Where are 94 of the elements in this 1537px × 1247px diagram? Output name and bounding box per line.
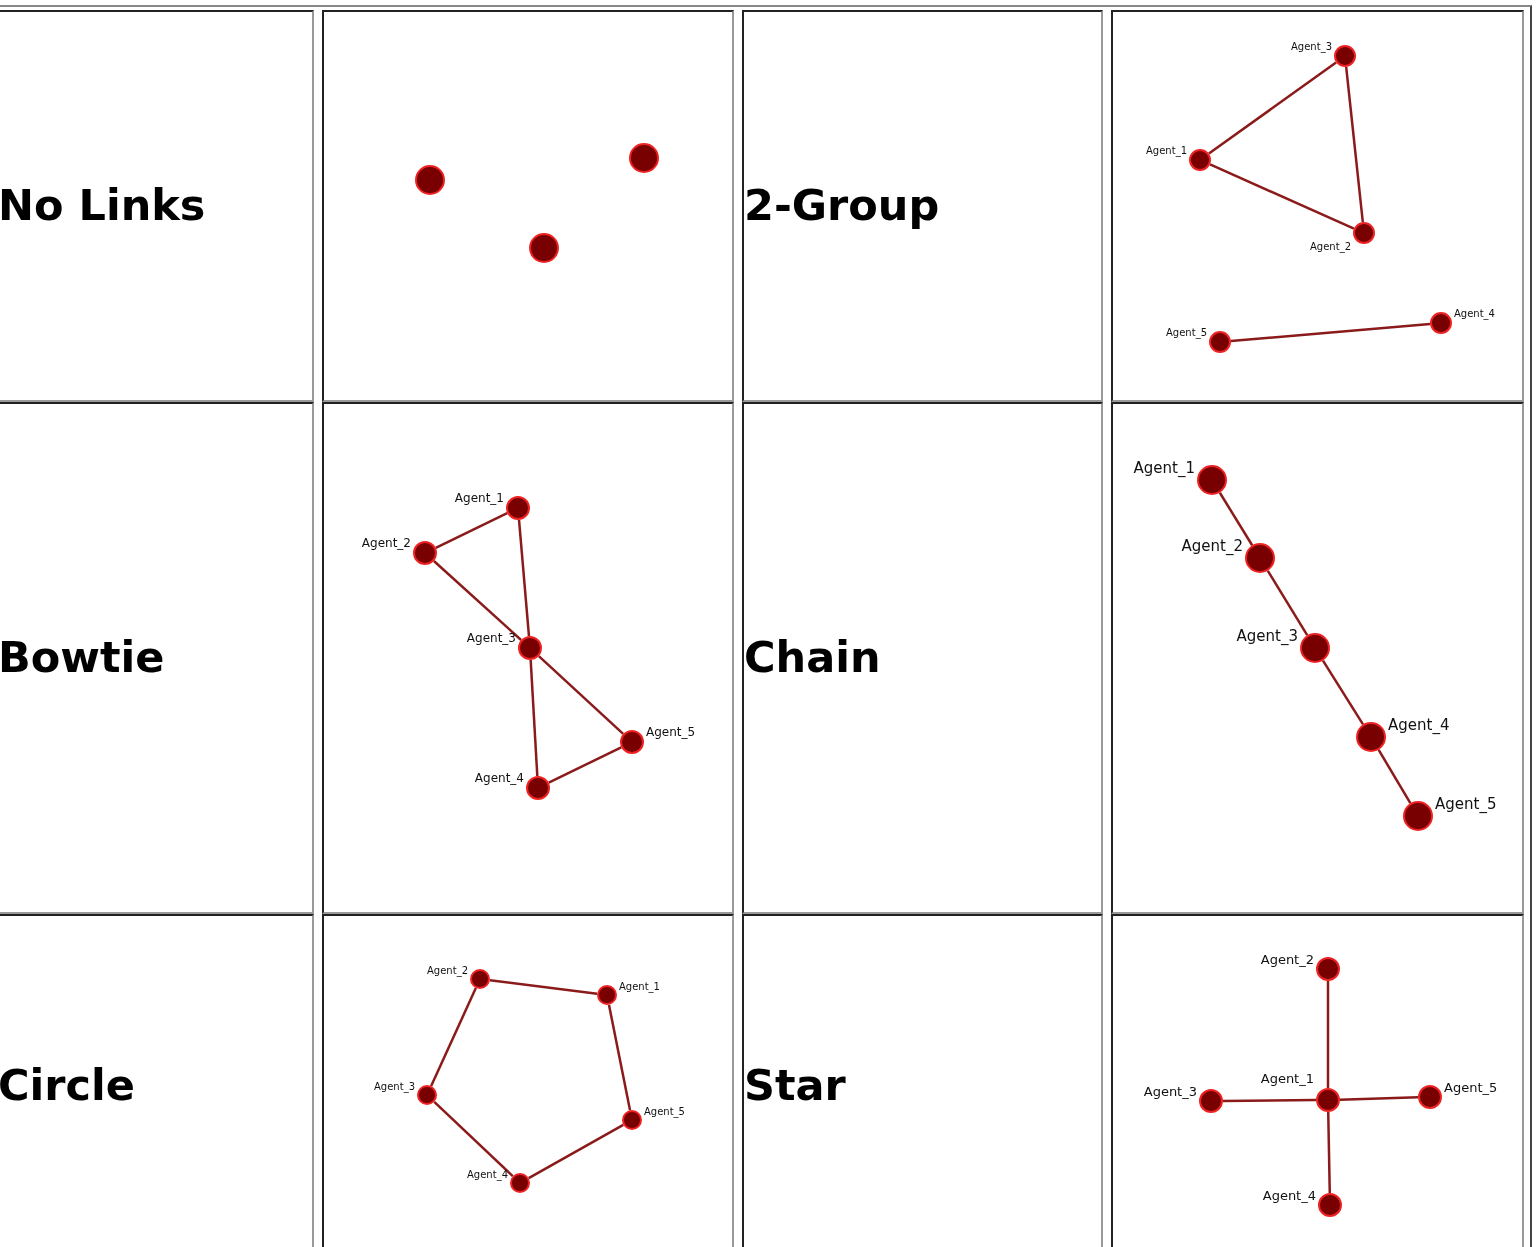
link-line bbox=[1326, 981, 1330, 1088]
agent-dot bbox=[518, 636, 542, 660]
table-cell bbox=[742, 402, 1103, 914]
agent-dot bbox=[526, 776, 550, 800]
link-line bbox=[1223, 1098, 1316, 1103]
agent-label: Agent_3 bbox=[1291, 42, 1332, 52]
graph-panel bbox=[322, 402, 734, 914]
agent-label: Agent_1 bbox=[1133, 460, 1195, 476]
agent-dot bbox=[629, 143, 659, 173]
agent-dot bbox=[1430, 312, 1452, 334]
link-line bbox=[489, 979, 598, 995]
agent-label: Agent_3 bbox=[1143, 1085, 1197, 1099]
agent-dot bbox=[620, 730, 644, 754]
link-line bbox=[433, 560, 522, 641]
table-cell bbox=[0, 10, 314, 402]
agent-label: Agent_2 bbox=[1310, 242, 1351, 252]
link-line bbox=[1344, 66, 1365, 223]
link-line bbox=[430, 987, 477, 1087]
agent-label: Agent_1 bbox=[1260, 1072, 1314, 1085]
link-line bbox=[537, 655, 625, 735]
link-line bbox=[433, 1100, 514, 1178]
agent-dot bbox=[1353, 222, 1375, 244]
agent-label: Agent_4 bbox=[1388, 717, 1450, 733]
table-cell bbox=[742, 914, 1103, 1247]
agent-dot bbox=[1209, 331, 1231, 353]
agent-dot bbox=[1418, 1085, 1442, 1109]
link-line bbox=[1327, 1111, 1331, 1194]
graph-panel bbox=[1111, 10, 1524, 402]
agent-label: Agent_4 bbox=[1262, 1189, 1316, 1203]
agent-dot bbox=[417, 1085, 437, 1105]
link-line bbox=[1218, 492, 1254, 546]
agent-dot bbox=[510, 1173, 530, 1193]
agent-dot bbox=[1197, 465, 1227, 495]
agent-label: Agent_3 bbox=[374, 1082, 415, 1092]
row-title: Bowtie bbox=[0, 634, 165, 682]
agent-label: Agent_5 bbox=[646, 726, 696, 739]
agent-dot bbox=[1189, 149, 1211, 171]
table-cell bbox=[0, 914, 314, 1247]
row-title: No Links bbox=[0, 182, 206, 230]
row-title: Chain bbox=[744, 634, 881, 682]
agent-label: Agent_1 bbox=[619, 982, 660, 992]
table-cell bbox=[0, 402, 314, 914]
graph-panel bbox=[322, 914, 734, 1247]
agent-dot bbox=[1316, 957, 1340, 981]
link-line bbox=[607, 1004, 632, 1111]
agent-dot bbox=[529, 233, 559, 263]
agent-label: Agent_2 bbox=[361, 537, 411, 550]
agent-label: Agent_5 bbox=[1166, 328, 1207, 338]
agent-label: Agent_3 bbox=[1236, 628, 1298, 644]
agent-dot bbox=[622, 1110, 642, 1130]
agent-dot bbox=[1199, 1089, 1223, 1113]
link-line bbox=[548, 746, 622, 784]
row-title: Circle bbox=[0, 1062, 135, 1110]
graph-panel bbox=[1111, 402, 1524, 914]
agent-dot bbox=[415, 165, 445, 195]
link-line bbox=[528, 1123, 624, 1180]
agent-dot bbox=[1334, 45, 1356, 67]
agent-label: Agent_4 bbox=[467, 1170, 508, 1180]
row-title: 2-Group bbox=[744, 182, 940, 230]
agent-label: Agent_2 bbox=[1181, 538, 1243, 554]
agent-dot bbox=[1316, 1088, 1340, 1112]
link-line bbox=[1377, 749, 1412, 804]
row-title: Star bbox=[744, 1062, 846, 1110]
agent-dot bbox=[1300, 633, 1330, 663]
agent-dot bbox=[1403, 801, 1433, 831]
agent-label: Agent_5 bbox=[1435, 796, 1497, 812]
agent-dot bbox=[470, 969, 490, 989]
agent-label: Agent_5 bbox=[1444, 1081, 1498, 1095]
agent-dot bbox=[1318, 1193, 1342, 1217]
agent-dot bbox=[1245, 543, 1275, 573]
table-cell bbox=[742, 10, 1103, 402]
agent-label: Agent_3 bbox=[466, 632, 516, 645]
link-line bbox=[435, 512, 508, 549]
agent-dot bbox=[506, 496, 530, 520]
agent-label: Agent_4 bbox=[474, 772, 524, 785]
link-line bbox=[529, 659, 539, 777]
link-line bbox=[1230, 322, 1431, 343]
agent-label: Agent_1 bbox=[454, 492, 504, 505]
agent-label: Agent_2 bbox=[427, 966, 468, 976]
graph-panel bbox=[1111, 914, 1524, 1247]
link-line bbox=[1339, 1096, 1419, 1101]
agent-label: Agent_1 bbox=[1146, 146, 1187, 156]
link-line bbox=[1209, 163, 1355, 230]
link-line bbox=[1321, 660, 1365, 725]
agent-dot bbox=[413, 541, 437, 565]
link-line bbox=[517, 519, 531, 637]
agent-label: Agent_4 bbox=[1454, 309, 1495, 319]
link-line bbox=[1266, 570, 1309, 636]
agent-label: Agent_2 bbox=[1260, 953, 1314, 967]
agent-label: Agent_5 bbox=[644, 1107, 685, 1117]
graph-panel bbox=[322, 10, 734, 402]
agent-dot bbox=[1356, 722, 1386, 752]
link-line bbox=[1208, 61, 1337, 155]
agent-dot bbox=[597, 985, 617, 1005]
